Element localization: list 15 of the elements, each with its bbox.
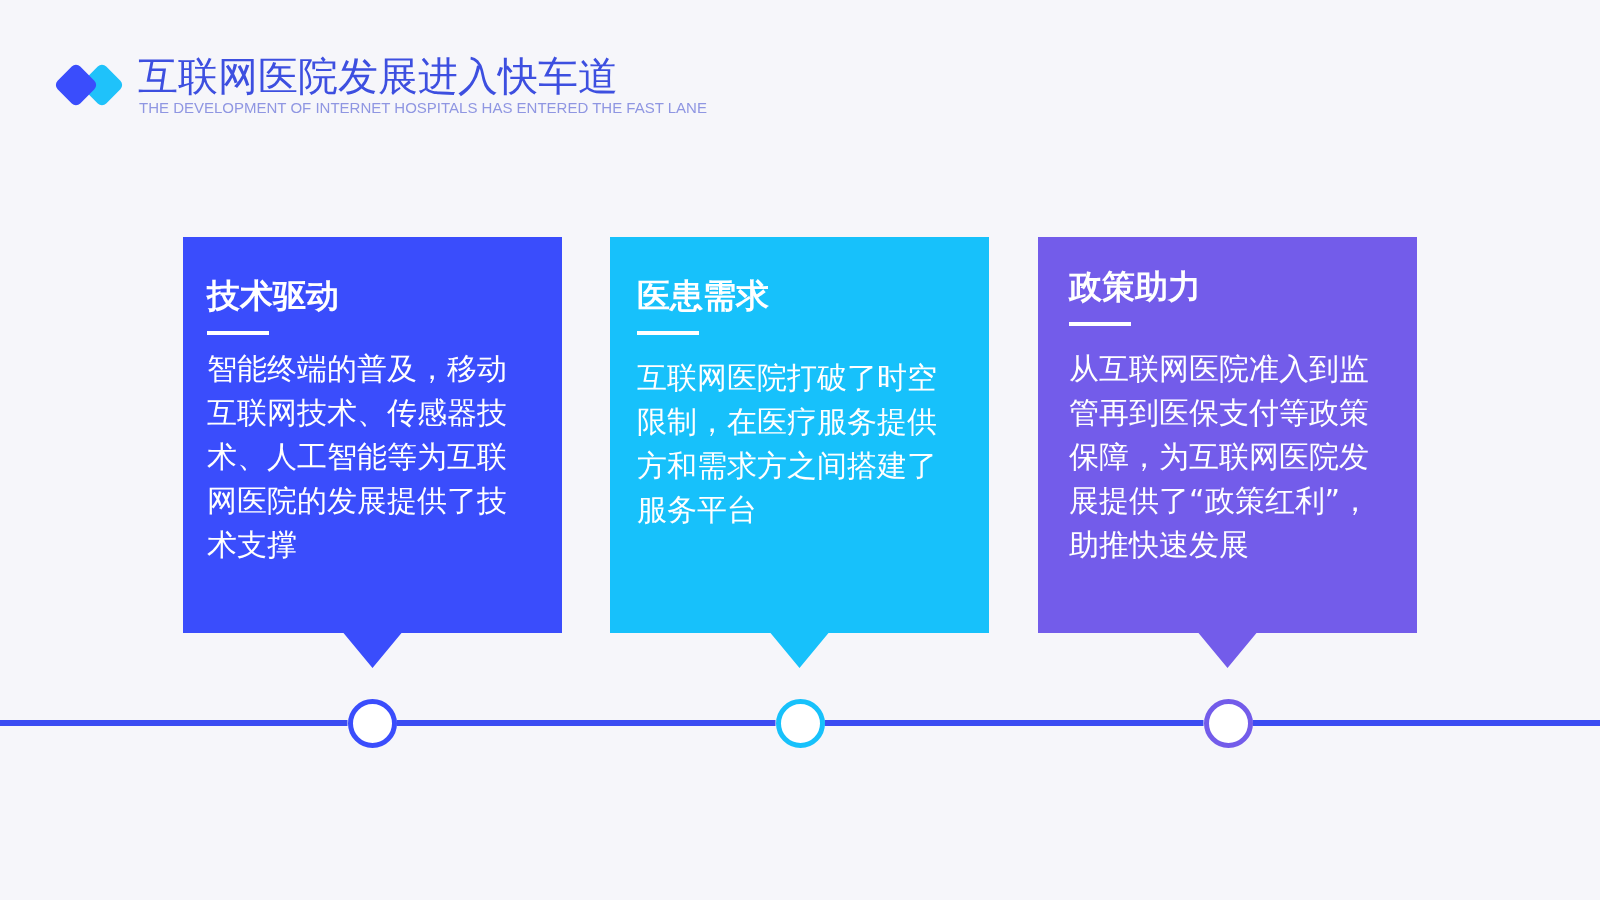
card-text: 从互联网医院准入到监管再到医保支付等政策保障，为互联网医院发展提供了“政策红利”，助推快速发展 — [1069, 350, 1372, 564]
card-text: 互联网医院打破了时空限制，在医疗服务提供方和需求方之间搭建了服务平台 — [637, 359, 938, 529]
slide-subtitle: THE DEVELOPMENT OF INTERNET HOSPITALS HAS ENTERED THE FAST LANE — [139, 99, 707, 116]
callout-card — [1038, 237, 1417, 668]
callout-card — [610, 237, 989, 668]
card-heading: 政策助力 — [1069, 267, 1201, 307]
card-text: 智能终端的普及，移动互联网技术、传感器技术、人工智能等为互联网医院的发展提供了技术支撑 — [207, 350, 508, 564]
timeline-line — [0, 720, 348, 726]
timeline-line — [824, 720, 1204, 726]
card-heading: 医患需求 — [637, 276, 769, 316]
timeline-line — [396, 720, 776, 726]
card-heading: 技术驱动 — [207, 276, 339, 316]
slide-title: 互联网医院发展进入快车道 — [138, 52, 618, 100]
timeline-line — [1252, 720, 1600, 726]
callout-card — [183, 237, 562, 668]
